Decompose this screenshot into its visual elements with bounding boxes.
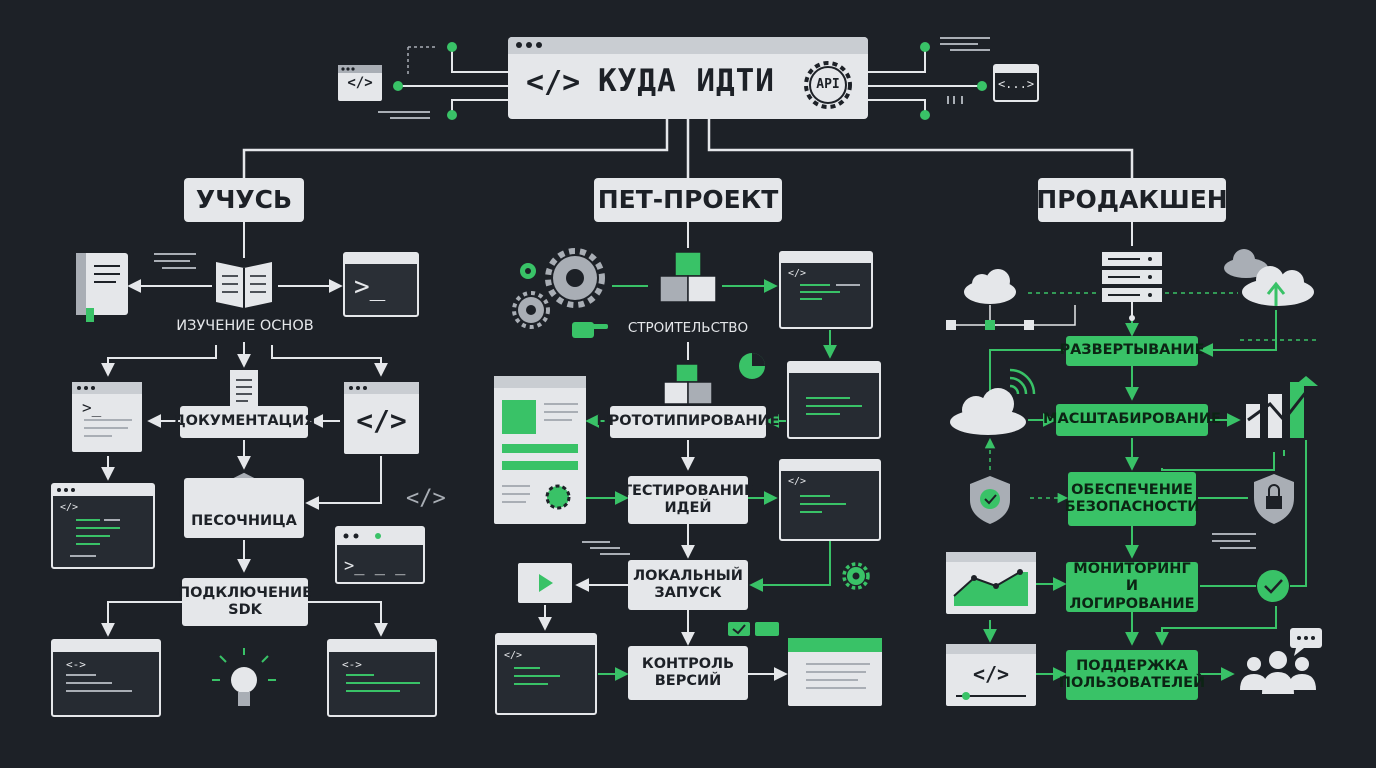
top-left-window (338, 65, 382, 101)
section-production: ПРОДАКШЕН (1036, 178, 1228, 222)
node-sdk: ПОДКЛЮЧЕНИЕ SDK (178, 578, 312, 626)
node-scaling: МАСШТАБИРОВАНИЕ (1043, 404, 1221, 436)
editor-window-bottom-left (51, 639, 161, 717)
clouds-upload-icon (1224, 249, 1314, 306)
title-circuit (398, 47, 982, 115)
right-window-code-icon: <...> (997, 77, 1035, 91)
code-window-icon (344, 382, 419, 454)
code-slider-window (946, 644, 1036, 706)
page-title: КУДА ИДТИ (598, 63, 775, 99)
code-window-pet-mid (787, 361, 881, 439)
users-icon (1240, 651, 1316, 694)
node-local-run: ЛОКАЛЬНЫЙ ЗАПУСК (628, 560, 748, 610)
section-learning: УЧУСЬ (184, 178, 304, 222)
check-badges (728, 622, 779, 636)
small-gear-icon (842, 562, 870, 590)
node-user-support: ПОДДЕРЖКА ПОЛЬЗОВАТЕЛЕЙ (1059, 650, 1205, 700)
cubes-small-icon (663, 363, 713, 405)
top-right-window (993, 64, 1039, 102)
pet-connectors (538, 222, 788, 681)
node-idea-testing: ТЕСТИРОВАНИЕ ИДЕЙ (622, 476, 754, 524)
node-documentation: ДОКУМЕНТАЦИЯ (173, 406, 315, 438)
window-dot (526, 42, 532, 48)
api-badge: API (816, 77, 840, 92)
cloud-network-icon (946, 269, 1034, 330)
label-building: СТРОИТЕЛЬСТВО (627, 320, 749, 336)
play-folder-icon (518, 563, 572, 603)
list-window-icon (788, 638, 882, 706)
window-code-icon: </> (788, 268, 807, 279)
html-tag-icon: <-> (342, 658, 362, 671)
terminal-window-icon (343, 252, 419, 317)
code-window-pet-bottom (495, 633, 597, 715)
wireframe-page-icon (494, 376, 586, 524)
doc-file-icon (230, 370, 258, 408)
title-branches (242, 119, 1134, 178)
open-book-icon (216, 262, 272, 308)
html-tag-icon: <-> (66, 658, 86, 671)
code-brackets-icon: </> (526, 65, 581, 100)
small-terminal-prompt: >_ _ _ (344, 556, 406, 576)
console-prompt-icon: >_ (82, 398, 102, 417)
floating-code-icon: </> (406, 486, 446, 511)
code-window-pet-test (779, 459, 881, 541)
node-version-control: КОНТРОЛЬ ВЕРСИЙ (628, 646, 748, 700)
shield-lock-icon (1254, 474, 1294, 524)
editor-window-bottom-right (327, 639, 437, 717)
prod-connectors-green (983, 310, 1307, 681)
code-brackets-icon-large: </> (356, 404, 407, 437)
prod-dashed (984, 292, 1320, 504)
scaling-chart-icon (1246, 376, 1318, 438)
window-dot (516, 42, 522, 48)
lightbulb-icon (212, 648, 276, 706)
cloud-wifi-icon (950, 368, 1036, 435)
window-dot (536, 42, 542, 48)
book-stack-icon (76, 253, 128, 322)
node-prototyping: ПРОТОТИПИРОВАНИЕ (597, 406, 780, 438)
left-window-code-icon: </> (347, 75, 373, 91)
node-sandbox: ПЕСОЧНИЦА (184, 478, 304, 538)
section-pet-project: ПЕТ-ПРОЕКТ (594, 178, 782, 222)
node-monitoring: МОНИТОРИНГ И ЛОГИРОВАНИЕ (1066, 561, 1198, 612)
terminal-prompt-icon: >_ (354, 272, 386, 302)
monitoring-chart-window (946, 552, 1036, 614)
api-gear-icon: API (804, 61, 852, 109)
window-code-icon: </> (972, 662, 1010, 686)
window-code-icon: </> (60, 502, 79, 513)
label-basics: ИЗУЧЕНИЕ ОСНОВ (176, 318, 314, 334)
pie-chart-icon (739, 353, 765, 379)
text-lines-decor (378, 37, 990, 119)
console-window-icon (72, 382, 142, 452)
check-circle-icon (1257, 570, 1289, 602)
server-rack-icon (1102, 252, 1162, 321)
circuit-dots (393, 42, 987, 120)
gears-icon (512, 248, 605, 329)
main-title-window: </> КУДА ИДТИ API (508, 37, 868, 119)
small-terminal-icon (335, 526, 425, 584)
chat-bubble-icon (1290, 628, 1322, 656)
learning-connectors (101, 222, 388, 637)
shield-check-icon (970, 476, 1010, 524)
pointing-hand-icon (572, 322, 608, 338)
window-code-icon: </> (504, 650, 523, 661)
cubes-icon (659, 251, 717, 303)
node-security: ОБЕСПЕЧЕНИЕ БЕЗОПАСНОСТИ (1065, 472, 1199, 526)
window-code-icon: </> (788, 476, 807, 487)
editor-window-left (51, 483, 155, 569)
pet-green-connectors (585, 279, 837, 681)
code-window-pet-top (779, 251, 873, 329)
node-deployment: РАЗВЕРТЫВАНИЕ (1059, 336, 1205, 366)
